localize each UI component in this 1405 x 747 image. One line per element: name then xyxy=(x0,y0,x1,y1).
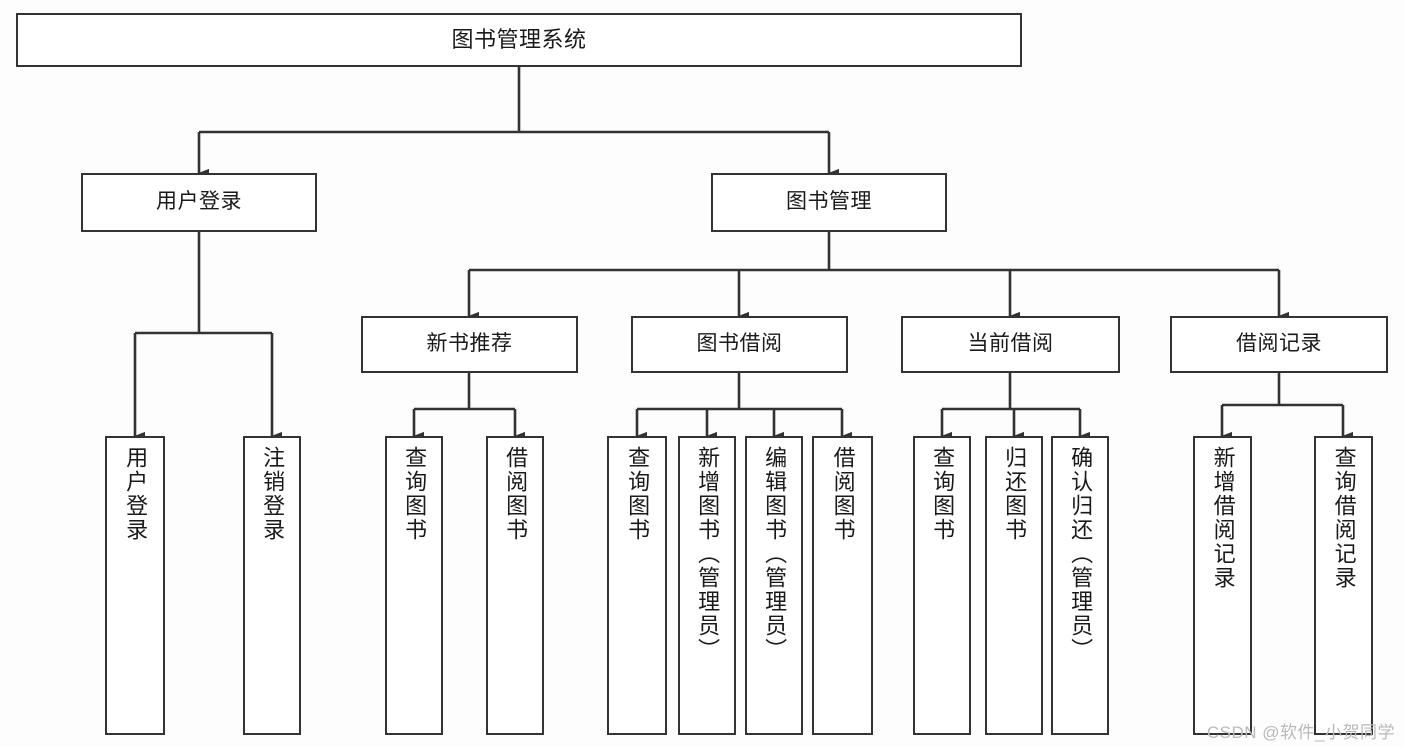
node-book-borrow[interactable]: 图书借阅 xyxy=(631,316,848,373)
node-leaf-borrow-book-rec-label: 借阅图书 xyxy=(503,446,529,542)
node-leaf-logout-label: 注销登录 xyxy=(260,446,286,542)
node-book-borrow-label: 图书借阅 xyxy=(696,332,783,356)
node-book-manage[interactable]: 图书管理 xyxy=(711,173,947,232)
node-leaf-add-book-label: 新增图书（管理员） xyxy=(695,446,721,662)
node-leaf-return-book[interactable]: 归还图书 xyxy=(985,436,1043,735)
node-leaf-add-record-label: 新增借阅记录 xyxy=(1210,446,1236,590)
node-new-book-rec-label: 新书推荐 xyxy=(426,332,513,356)
node-leaf-edit-book-label: 编辑图书（管理员） xyxy=(762,446,788,662)
node-current-borrow[interactable]: 当前借阅 xyxy=(901,316,1120,373)
node-leaf-query-book-cur-label: 查询图书 xyxy=(930,446,956,542)
node-leaf-add-book[interactable]: 新增图书（管理员） xyxy=(678,436,736,735)
node-leaf-add-record[interactable]: 新增借阅记录 xyxy=(1193,436,1252,735)
watermark-text: CSDN @软件_小贺同学 xyxy=(1206,723,1395,742)
node-leaf-confirm-return[interactable]: 确认归还（管理员） xyxy=(1051,436,1109,735)
node-user-login-label: 用户登录 xyxy=(156,190,242,214)
node-leaf-edit-book[interactable]: 编辑图书（管理员） xyxy=(745,436,803,735)
node-leaf-user-login[interactable]: 用户登录 xyxy=(105,436,165,735)
node-borrow-record[interactable]: 借阅记录 xyxy=(1170,316,1388,373)
node-leaf-return-book-label: 归还图书 xyxy=(1002,446,1028,542)
node-leaf-borrow-book[interactable]: 借阅图书 xyxy=(812,436,873,735)
node-leaf-query-record[interactable]: 查询借阅记录 xyxy=(1314,436,1373,735)
node-leaf-query-book-rec-label: 查询图书 xyxy=(402,446,428,542)
node-leaf-user-login-label: 用户登录 xyxy=(123,446,149,542)
node-leaf-query-book-borrow[interactable]: 查询图书 xyxy=(607,436,667,735)
node-leaf-query-book-cur[interactable]: 查询图书 xyxy=(913,436,971,735)
node-leaf-borrow-book-rec[interactable]: 借阅图书 xyxy=(486,436,544,735)
node-leaf-query-book-borrow-label: 查询图书 xyxy=(625,446,651,542)
node-current-borrow-label: 当前借阅 xyxy=(967,332,1054,356)
node-root[interactable]: 图书管理系统 xyxy=(16,13,1022,67)
node-borrow-record-label: 借阅记录 xyxy=(1236,332,1322,356)
node-new-book-rec[interactable]: 新书推荐 xyxy=(361,316,578,373)
node-leaf-borrow-book-label: 借阅图书 xyxy=(830,446,856,542)
node-root-label: 图书管理系统 xyxy=(451,26,587,52)
node-user-login[interactable]: 用户登录 xyxy=(81,173,317,232)
node-book-manage-label: 图书管理 xyxy=(786,190,872,214)
node-leaf-query-book-rec[interactable]: 查询图书 xyxy=(385,436,443,735)
node-leaf-query-record-label: 查询借阅记录 xyxy=(1331,446,1357,590)
node-leaf-logout[interactable]: 注销登录 xyxy=(243,436,301,735)
node-leaf-confirm-return-label: 确认归还（管理员） xyxy=(1068,446,1094,662)
